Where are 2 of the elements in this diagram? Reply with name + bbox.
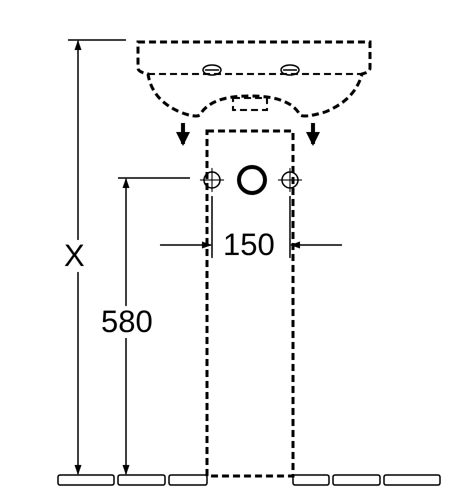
dimension-label: 580 bbox=[100, 306, 154, 338]
dimension-label: X bbox=[63, 240, 86, 272]
